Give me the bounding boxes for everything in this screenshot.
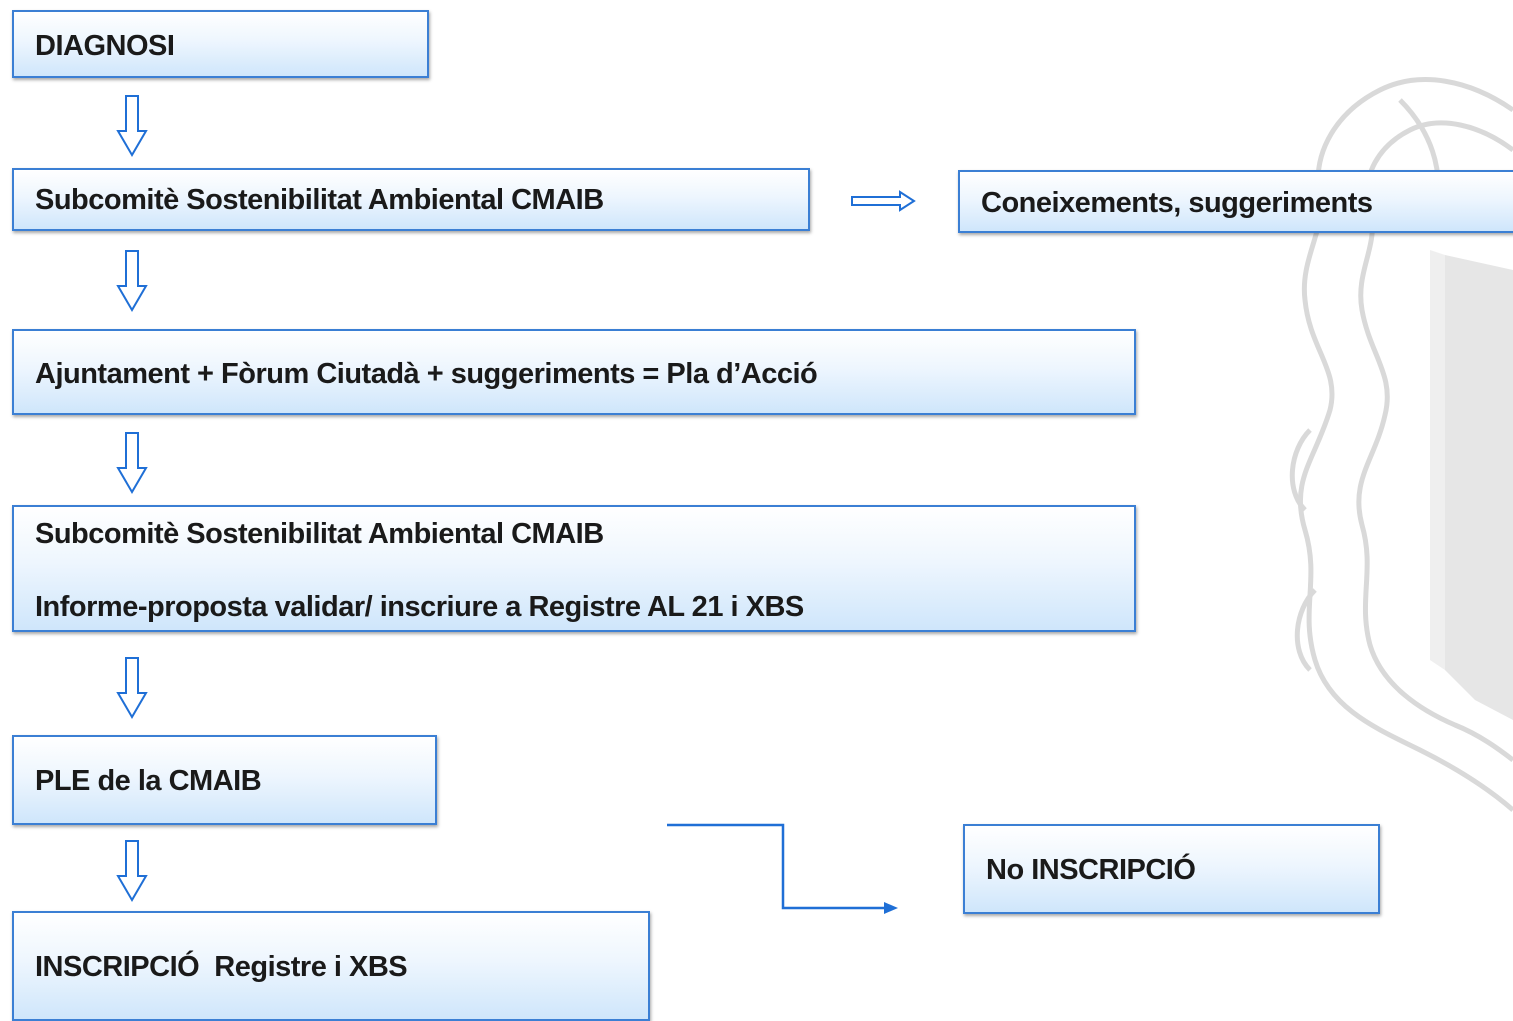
no-inscripcio-box: No INSCRIPCIÓ	[963, 824, 1380, 914]
subcomite-label-2-line2: Informe-proposta validar/ inscriure a Re…	[35, 591, 804, 623]
elbow-connector-arrow	[667, 823, 898, 914]
diagnosi-label: DIAGNOSI	[35, 30, 175, 62]
inscripcio-label: INSCRIPCIÓ Registre i XBS	[35, 951, 408, 983]
ple-box: PLE de la CMAIB	[12, 735, 437, 825]
down-arrow-icon	[116, 657, 148, 719]
pla-accio-box: Ajuntament + Fòrum Ciutadà + suggeriment…	[12, 329, 1136, 415]
down-arrow-icon	[116, 432, 148, 494]
diagnosi-box: DIAGNOSI	[12, 10, 429, 78]
subcomite-box-2: Subcomitè Sostenibilitat Ambiental CMAIB…	[12, 505, 1136, 632]
no-inscripcio-label: No INSCRIPCIÓ	[986, 854, 1196, 886]
coneixements-box: Coneixements, suggeriments	[958, 170, 1513, 233]
subcomite-label-2-line1: Subcomitè Sostenibilitat Ambiental CMAIB	[35, 518, 604, 550]
down-arrow-icon	[116, 95, 148, 157]
coneixements-label: Coneixements, suggeriments	[981, 187, 1373, 219]
right-arrow-icon	[851, 190, 916, 212]
inscripcio-box: INSCRIPCIÓ Registre i XBS	[12, 911, 650, 1021]
ple-label: PLE de la CMAIB	[35, 765, 262, 797]
down-arrow-icon	[116, 250, 148, 312]
subcomite-label-1: Subcomitè Sostenibilitat Ambiental CMAIB	[35, 184, 604, 216]
pla-accio-label: Ajuntament + Fòrum Ciutadà + suggeriment…	[35, 358, 818, 390]
coat-of-arms-watermark	[1289, 77, 1513, 812]
down-arrow-icon	[116, 840, 148, 902]
subcomite-box-1: Subcomitè Sostenibilitat Ambiental CMAIB	[12, 168, 810, 231]
